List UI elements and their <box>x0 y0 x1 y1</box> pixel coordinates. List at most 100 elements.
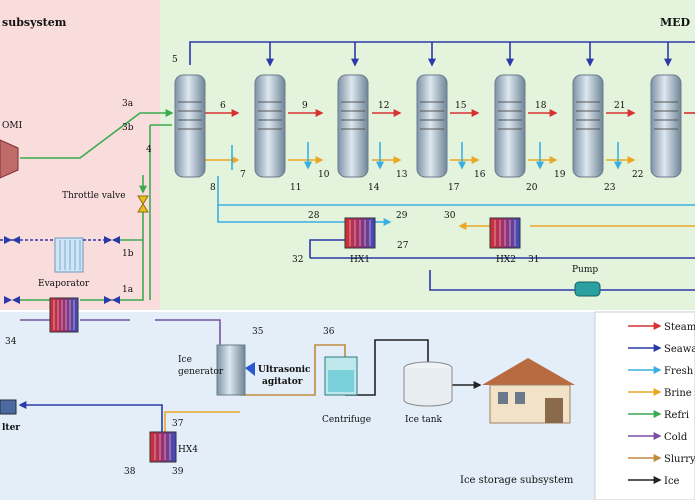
state-6: 6 <box>220 101 226 111</box>
med-title: MED <box>660 16 691 29</box>
ice-generator <box>216 344 255 396</box>
effect-2 <box>254 74 286 178</box>
state-labels: 5 3a 3b 4 1b 1a 6 7 8 9 10 11 12 13 14 1… <box>5 55 643 477</box>
centrifuge <box>324 356 358 396</box>
legend-cold: Cold <box>628 432 688 443</box>
state-16: 16 <box>474 170 486 180</box>
hx4 <box>149 431 177 463</box>
agitator-label-2: agitator <box>262 377 303 387</box>
hx2-label: HX2 <box>496 255 516 265</box>
state-22: 22 <box>632 170 643 180</box>
ice-storage-title: Ice storage subsystem <box>460 475 574 486</box>
state-12: 12 <box>378 101 389 111</box>
state-7: 7 <box>240 170 246 180</box>
effect-1 <box>174 74 206 178</box>
effect-5 <box>494 74 526 178</box>
state-38: 38 <box>124 467 136 477</box>
hx1 <box>344 217 376 249</box>
state-5: 5 <box>172 55 178 65</box>
state-23: 23 <box>604 183 616 193</box>
state-28: 28 <box>308 211 320 221</box>
ice-generator-label-2: generator <box>178 367 224 377</box>
state-9: 9 <box>302 101 308 111</box>
state-34: 34 <box>5 337 17 347</box>
state-31: 31 <box>528 255 539 265</box>
filter-label: lter <box>2 423 20 433</box>
state-3b: 3b <box>122 123 134 133</box>
hx1-label: HX1 <box>350 255 370 265</box>
agitator-label-1: Ultrasonic <box>258 365 311 375</box>
state-14: 14 <box>368 183 380 193</box>
svg-text:Fresh: Fresh <box>664 366 694 377</box>
state-17: 17 <box>448 183 460 193</box>
state-20: 20 <box>526 183 538 193</box>
state-35: 35 <box>252 327 264 337</box>
refrigeration-title: subsystem <box>2 16 67 29</box>
svg-text:Ice: Ice <box>664 476 680 487</box>
state-1a: 1a <box>122 285 134 295</box>
state-1b: 1b <box>122 249 134 259</box>
compressor-label: OMI <box>2 121 23 131</box>
seawater-header <box>189 41 695 291</box>
state-15: 15 <box>455 101 467 111</box>
state-39: 39 <box>172 467 184 477</box>
svg-text:Refri: Refri <box>664 410 689 421</box>
compressor <box>0 139 19 179</box>
centrifuge-label: Centrifuge <box>322 415 371 425</box>
legend-seawater: Seawa <box>628 344 695 355</box>
refrigerant-lines <box>20 109 174 301</box>
legend-refrigerant: Refri <box>628 410 689 421</box>
evaporator <box>54 237 84 273</box>
filter-icon <box>0 399 17 415</box>
state-36: 36 <box>323 327 335 337</box>
hx2 <box>489 217 521 249</box>
state-30: 30 <box>444 211 456 221</box>
state-10: 10 <box>318 170 330 180</box>
legend-slurry: Slurry <box>628 454 695 465</box>
pump <box>574 281 601 297</box>
state-29: 29 <box>396 211 408 221</box>
svg-text:Seawa: Seawa <box>664 344 695 355</box>
med-effects <box>174 74 682 178</box>
legend-steam: Steam <box>628 322 695 333</box>
legend-ice: Ice <box>628 476 680 487</box>
effect-3 <box>337 74 369 178</box>
effect-4 <box>416 74 448 178</box>
state-8: 8 <box>210 183 216 193</box>
evaporator-label: Evaporator <box>38 279 90 289</box>
brine-lines <box>205 156 695 230</box>
throttle-valve <box>137 195 149 213</box>
state-4: 4 <box>146 145 152 155</box>
effect-7 <box>650 74 682 178</box>
pump-label: Pump <box>572 265 598 275</box>
ice-tank <box>403 361 453 407</box>
legend-brine: Brine <box>628 388 692 399</box>
legend-box <box>594 311 695 500</box>
svg-text:Steam: Steam <box>664 322 695 333</box>
state-18: 18 <box>535 101 547 111</box>
svg-text:Cold: Cold <box>664 432 688 443</box>
legend-fresh: Fresh <box>628 366 694 377</box>
ice-generator-label-1: Ice <box>178 355 192 365</box>
state-13: 13 <box>396 170 408 180</box>
state-32: 32 <box>292 255 303 265</box>
svg-text:Slurry: Slurry <box>664 454 695 465</box>
state-21: 21 <box>614 101 625 111</box>
state-37: 37 <box>172 419 184 429</box>
state-11: 11 <box>290 183 301 193</box>
fresh-water-lines <box>217 142 695 226</box>
ice-tank-label: Ice tank <box>405 415 443 425</box>
svg-text:Brine: Brine <box>664 388 692 399</box>
throttle-valve-label: Throttle valve <box>62 191 126 201</box>
effect-6 <box>572 74 604 178</box>
house-icon <box>482 358 575 424</box>
hx4-label: HX4 <box>178 445 198 455</box>
legend: Steam Seawa Fresh Brine Refri Cold Slurr… <box>628 322 695 487</box>
refrigeration-valves <box>4 236 120 304</box>
hx3 <box>49 297 79 333</box>
state-27: 27 <box>397 241 409 251</box>
state-19: 19 <box>554 170 566 180</box>
state-3a: 3a <box>122 99 134 109</box>
